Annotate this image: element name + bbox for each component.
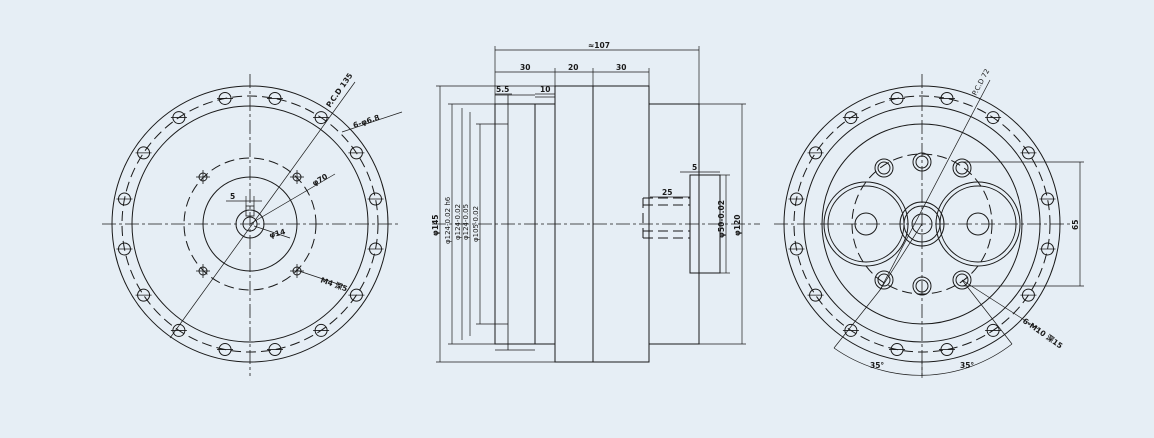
hole-leader: [341, 111, 403, 133]
rear-angle-left: 35°: [870, 361, 884, 370]
side-seg20: 20: [568, 63, 578, 72]
side-dia124a: φ124-0.02 h6: [444, 196, 452, 244]
front-inner-ring: [131, 105, 369, 343]
front-dim5: 5: [230, 192, 235, 201]
front-thread-label: M4 深5: [319, 274, 349, 293]
front-bore-circle: [242, 216, 258, 232]
side-dia105: φ105-0.02: [472, 206, 480, 242]
front-outer-circle: [111, 85, 389, 363]
front-bolt-holes: [116, 91, 384, 357]
side-view: ≈107 30 20 30 5.5 10 25 5 φ50-0.02 φ120 …: [431, 41, 760, 363]
rear-threaded-hole: [952, 158, 972, 178]
rear-threaded-hole: [912, 276, 932, 296]
rear-threaded-hole: [955, 161, 969, 175]
rear-threaded-hole: [915, 155, 929, 169]
rear-threaded-hole: [877, 273, 891, 287]
front-view: 5 P.C.D 135 6-φ6.8 φ70 φ14 M4 深5: [102, 71, 403, 376]
d70-leader: [249, 173, 336, 225]
side-total: ≈107: [588, 41, 610, 50]
rear-pcd-label: P.C.D 72: [971, 68, 992, 97]
front-mid-circle: [202, 176, 298, 272]
right-gear: [935, 181, 1021, 267]
rear-pcd72-circle: [851, 153, 993, 295]
left-gear: [823, 181, 909, 267]
front-d14-label: φ14: [268, 227, 286, 240]
rear-dim65: 65: [1071, 220, 1080, 230]
rear-threaded-hole: [912, 152, 932, 172]
front-mid-dashed: [183, 157, 317, 291]
side-dia145: φ145: [431, 214, 440, 236]
rear-threaded-hole: [877, 161, 891, 175]
side-output: [648, 103, 700, 345]
front-d70-label: φ70: [311, 172, 330, 188]
side-d10: 10: [540, 85, 550, 94]
rear-thread-label: 6-M10 深15: [1021, 315, 1065, 350]
side-seg30b: 30: [616, 63, 626, 72]
side-shaft: [689, 174, 721, 274]
rear-pcd-circle: [793, 95, 1051, 353]
rear-threaded-hole: [915, 279, 929, 293]
d14-leader: [253, 225, 291, 239]
front-holes-label: 6-φ6.8: [352, 113, 381, 130]
pcd-leader: [169, 81, 356, 339]
front-threaded-holes: [196, 170, 304, 278]
rear-pcd-leader: [879, 79, 991, 291]
front-pcd-circle: [121, 95, 379, 353]
angle-arc: [833, 343, 1013, 376]
side-dia124b: φ124-0.02: [454, 204, 462, 240]
side-dia124c: φ124-0.05: [462, 204, 470, 240]
rear-mid-circle: [821, 123, 1023, 325]
front-keyway: [245, 205, 255, 217]
thread-leader: [295, 269, 345, 287]
side-dia120: φ120: [733, 214, 742, 236]
side-d5-5: 5.5: [496, 85, 509, 94]
rear-view: 65 P.C.D 72 6-M10 深15 35° 35°: [774, 68, 1084, 378]
rear-angle-right: 35°: [960, 361, 974, 370]
side-d25: 25: [662, 188, 672, 197]
side-dia50: φ50-0.02: [717, 200, 726, 238]
front-shaft-circle: [235, 209, 265, 239]
rear-thread-leader: [961, 279, 1041, 331]
rear-bolt-holes: [788, 91, 1056, 357]
center-gear: [899, 201, 945, 247]
rear-threaded-hole: [874, 158, 894, 178]
rear-threaded-hole: [874, 270, 894, 290]
side-d5: 5: [692, 163, 697, 172]
rear-inner-ring: [803, 105, 1041, 343]
side-seg30a: 30: [520, 63, 530, 72]
rear-threaded-hole: [952, 270, 972, 290]
